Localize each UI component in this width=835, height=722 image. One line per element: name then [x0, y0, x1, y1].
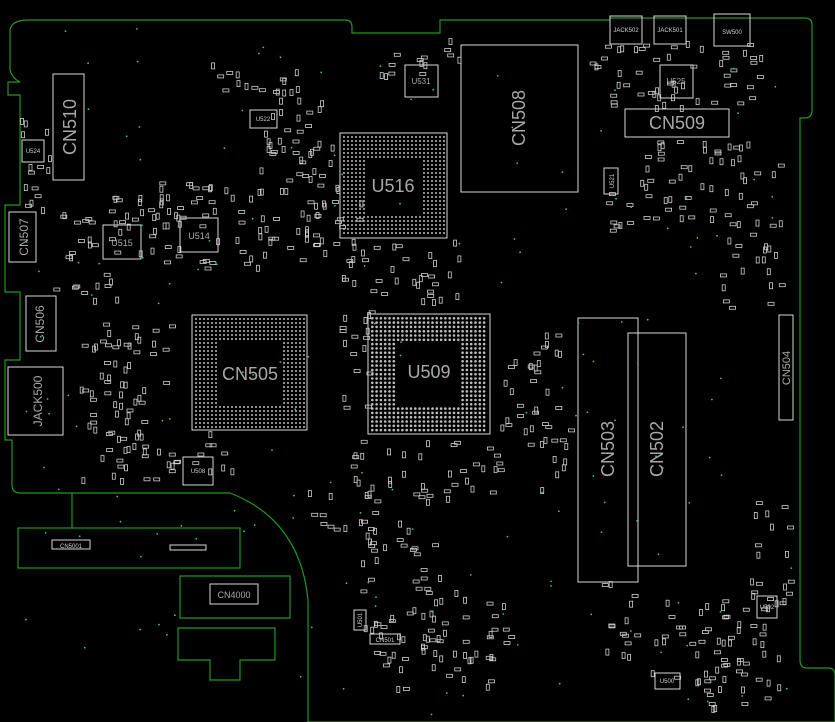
u509-bga: U509 — [367, 313, 491, 435]
u501-chip: U501 — [353, 609, 367, 631]
u508-chip: U508 — [182, 456, 214, 486]
u500-chip: U500 — [654, 672, 681, 690]
u525-label: U525 — [666, 77, 686, 86]
cn4000-outline — [179, 575, 291, 619]
cn4000-label: CN4000 — [217, 590, 250, 600]
u521-chip: U521 — [603, 167, 619, 195]
u522-chip: U522 — [249, 109, 278, 129]
cn502-part — [627, 332, 687, 567]
jack500-label: JACK500 — [31, 375, 45, 426]
u501-label: U501 — [358, 612, 364, 627]
cn5001-label: CN5001 — [60, 544, 83, 550]
cn505-bga: CN505 — [191, 314, 308, 431]
board-outline — [4, 17, 835, 722]
u524-chip: U524 — [21, 139, 45, 163]
u509-label: U509 — [407, 362, 450, 382]
cn501-label: CN501 — [376, 638, 395, 644]
cn510-label: CN510 — [60, 99, 80, 155]
u502-chip: U502 — [756, 595, 778, 619]
u515-label: U515 — [111, 238, 133, 248]
jack501-part: JACK501 — [653, 15, 687, 45]
cn507-part — [8, 211, 37, 263]
lower-tab-outline — [177, 627, 276, 681]
u514-label: U514 — [188, 231, 210, 241]
cn506-label: CN506 — [33, 305, 47, 343]
jack502-part: JACK502 — [609, 15, 643, 45]
u522-label: U522 — [256, 117, 271, 123]
cn505-label: CN505 — [222, 364, 278, 384]
u525-chip: U525 — [659, 64, 694, 99]
cn503-part — [577, 317, 639, 583]
cn503-label: CN503 — [598, 421, 618, 477]
cn508-label: CN508 — [509, 90, 529, 146]
u516-bga: U516 — [339, 132, 448, 239]
vias — [25, 28, 793, 716]
jack500-part — [7, 366, 64, 436]
u531-label: U531 — [411, 77, 431, 86]
cn509-label: CN509 — [649, 113, 705, 133]
passive-components — [20, 38, 795, 713]
jack502-label: JACK502 — [613, 28, 639, 34]
sw500-part: SW500 — [713, 13, 751, 47]
u531-chip: U531 — [404, 64, 439, 98]
cn508-part — [460, 44, 579, 193]
cn502-label: CN502 — [647, 421, 667, 477]
cn504-label: CN504 — [781, 351, 793, 385]
u514-chip: U514 — [179, 217, 219, 253]
cn4000-part: CN4000 — [209, 583, 259, 605]
sw500-label: SW500 — [722, 30, 742, 36]
u508-label: U508 — [191, 469, 206, 475]
u521-label: U521 — [610, 173, 616, 188]
cn501-part: CN501 — [369, 633, 401, 645]
cn509-part — [624, 108, 730, 138]
u500-label: U500 — [660, 679, 675, 685]
cn507-label: CN507 — [17, 218, 31, 256]
jack501-label: JACK501 — [657, 28, 683, 34]
cn506-part — [25, 295, 57, 352]
cn5001-outline — [17, 527, 241, 569]
cn504-part — [778, 314, 794, 421]
u524-label: U524 — [26, 149, 41, 155]
u516-label: U516 — [371, 176, 414, 196]
cn5001-part: CN5001 — [51, 539, 207, 551]
u515-chip: U515 — [102, 224, 142, 260]
cn510-part — [52, 73, 85, 181]
